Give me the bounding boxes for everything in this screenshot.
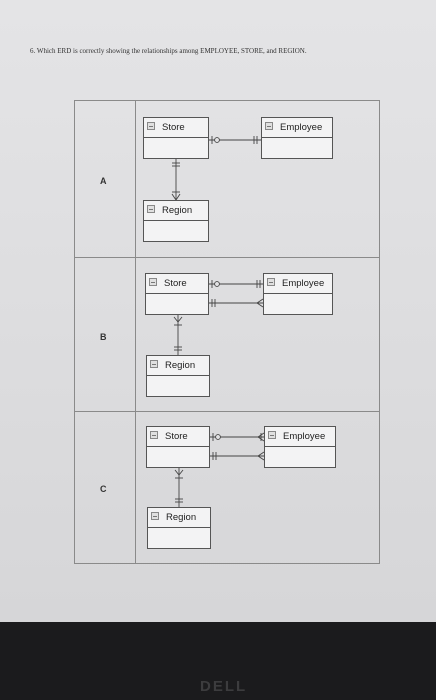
entity-name: Region: [165, 360, 196, 371]
entity-name: Store: [165, 431, 188, 442]
option-label: A: [100, 176, 107, 186]
entity-name: Store: [162, 122, 185, 133]
column-divider: [135, 258, 136, 411]
column-divider: [135, 412, 136, 563]
entity-icon: [268, 431, 276, 439]
entity-icon: [150, 431, 158, 439]
entity-icon: [149, 278, 157, 286]
monitor-bezel: [0, 622, 436, 700]
entity-icon: [151, 512, 159, 520]
option-row-b: B: [75, 257, 379, 411]
entity-icon: [267, 278, 275, 286]
entity-employee: Employee: [264, 426, 336, 468]
entity-name: Employee: [280, 122, 323, 133]
entity-employee: Employee: [263, 273, 333, 315]
entity-icon: [147, 122, 155, 130]
document-page: 6. Which ERD is correctly showing the re…: [0, 0, 436, 622]
entity-employee: Employee: [261, 117, 333, 159]
entity-icon: [265, 122, 273, 130]
entity-region: Region: [143, 200, 209, 242]
monitor-logo: DELL: [200, 678, 248, 695]
question-text: 6. Which ERD is correctly showing the re…: [30, 47, 307, 55]
option-label: B: [100, 332, 107, 342]
entity-store: Store: [145, 273, 209, 315]
entity-name: Employee: [282, 278, 325, 289]
answer-grid: A B C: [74, 100, 380, 564]
option-row-a: A: [75, 101, 379, 257]
entity-store: Store: [146, 426, 210, 468]
column-divider: [135, 101, 136, 257]
entity-name: Region: [162, 205, 193, 216]
entity-icon: [147, 205, 155, 213]
entity-region: Region: [146, 355, 210, 397]
entity-name: Employee: [283, 431, 326, 442]
option-label: C: [100, 484, 107, 494]
entity-icon: [150, 360, 158, 368]
entity-name: Region: [166, 512, 197, 523]
entity-store: Store: [143, 117, 209, 159]
option-row-c: C: [75, 411, 379, 563]
entity-name: Store: [164, 278, 187, 289]
entity-region: Region: [147, 507, 211, 549]
